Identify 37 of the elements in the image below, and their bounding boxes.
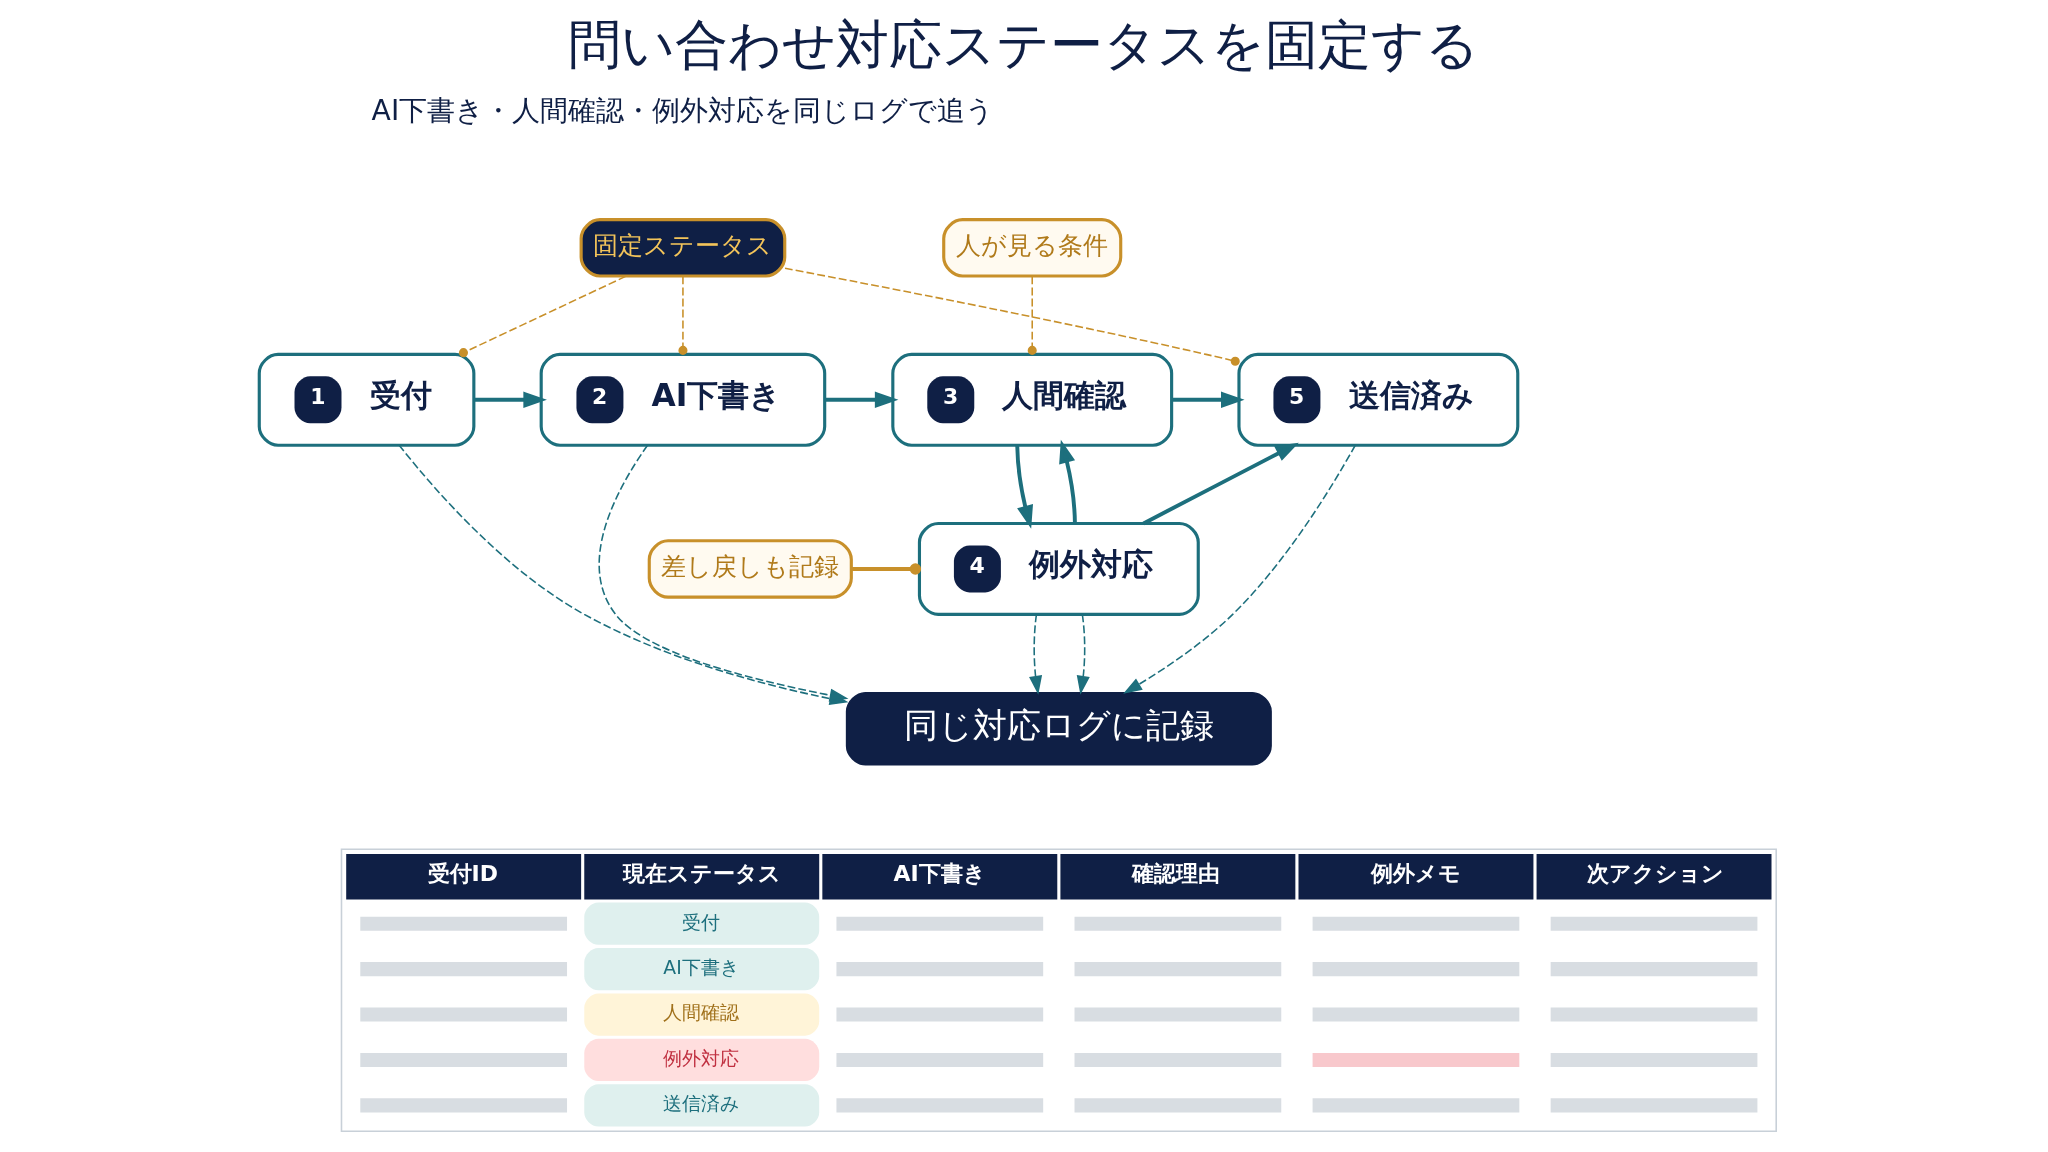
arrow <box>474 391 547 409</box>
arrow <box>1172 391 1245 409</box>
label: AI下書き <box>893 860 986 886</box>
label: 送信済み <box>663 1093 740 1115</box>
label: 次アクション <box>1586 860 1724 886</box>
arrow <box>1059 439 1077 524</box>
diagram-title: 問い合わせ対応ステータスを固定する <box>568 14 1480 77</box>
node-box: 5 送信済み <box>1237 352 1520 447</box>
label: 例外対応 <box>663 1047 740 1069</box>
label: 人間確認 <box>663 1002 740 1024</box>
node-box: 固定ステータス <box>579 218 787 278</box>
arrow <box>1015 445 1033 529</box>
connector <box>458 275 627 358</box>
label: 現在ステータス <box>623 860 782 886</box>
arrow <box>1076 613 1090 695</box>
connector <box>851 563 922 575</box>
node-box: 2 AI下書き <box>539 352 827 447</box>
arrow <box>1029 613 1043 695</box>
label: 確認理由 <box>1132 860 1221 886</box>
arrow <box>1142 442 1299 526</box>
label: 受付ID <box>427 860 498 886</box>
connector <box>678 275 688 355</box>
connector <box>784 267 1240 366</box>
arrow <box>598 444 849 702</box>
node-box: 3 人間確認 <box>891 352 1174 447</box>
node-box: 同じ対応ログに記録 <box>845 691 1272 766</box>
arrow <box>824 391 899 409</box>
label: AI下書き <box>663 956 739 978</box>
label: 受付 <box>682 911 721 933</box>
node-box: 人が見る条件 <box>942 218 1123 278</box>
connector <box>1027 275 1037 355</box>
label: AI下書き・人間確認・例外対応を同じログで追う <box>371 94 995 128</box>
node-box: 差し戻しも記録 <box>647 539 853 599</box>
node-box: 1 受付 <box>257 352 476 447</box>
node-box: 4 例外対応 <box>917 521 1200 616</box>
arrow <box>1123 444 1356 694</box>
label: 例外メモ <box>1370 860 1461 886</box>
